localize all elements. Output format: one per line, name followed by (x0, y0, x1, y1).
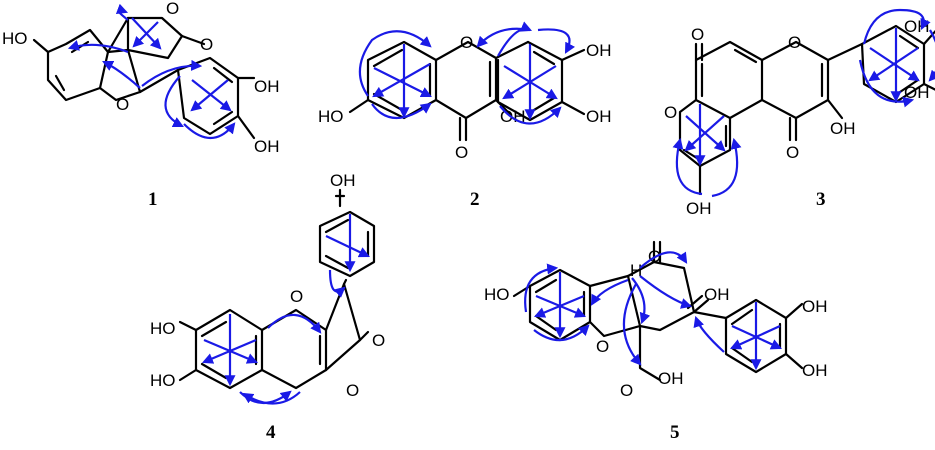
compound-3: O O O O OH OH OH OH 3 (664, 8, 935, 218)
compound-2-number: 2 (470, 189, 480, 210)
compound-1-label-5: OH (254, 77, 280, 96)
compound-5-label-5: O (596, 337, 609, 356)
compound-4-label-5: O (346, 381, 359, 400)
compound-3-hmbc-arrows (672, 8, 935, 198)
compound-3-label-3: O (664, 103, 677, 122)
compound-4-hmbc-arrows (201, 214, 370, 405)
compound-1-label-1: HO (2, 29, 28, 48)
compound-4-label-6: O (372, 331, 385, 350)
compound-5-label-2: H (630, 261, 642, 280)
compound-1-number: 1 (148, 189, 158, 210)
compound-4-skeleton (178, 188, 376, 390)
compound-3-label-4: O (786, 143, 799, 162)
compound-3-label-8: OH (686, 199, 712, 218)
compound-2-label-3: O (455, 143, 468, 162)
compound-3-label-1: O (691, 25, 704, 44)
compound-4-label-3: HO (150, 371, 176, 390)
compound-5-label-8: OH (802, 297, 828, 316)
compound-5-hmbc-arrows (524, 251, 782, 371)
compound-5-number: 5 (670, 422, 680, 443)
compound-4: OH HO HO O O O 4 (150, 171, 385, 443)
compound-5-label-9: OH (802, 361, 828, 380)
compound-1-label-2: O (166, 0, 179, 18)
compound-1-label-3: O (200, 35, 213, 54)
compound-2-label-2: HO (318, 107, 344, 126)
compound-3-label-6: OH (904, 83, 930, 102)
compound-5-label-1: HO (484, 285, 510, 304)
compound-3-number: 3 (816, 189, 826, 210)
compound-5-label-7: OH (658, 369, 684, 388)
compound-4-number: 4 (266, 422, 276, 443)
compound-1-skeleton (32, 16, 256, 140)
compound-2-hmbc-arrows (358, 21, 576, 125)
compound-1-label-6: OH (254, 137, 280, 156)
compound-5: HO H O OH O O OH OH OH 5 (484, 240, 828, 443)
compound-3-label-7: OH (830, 119, 856, 138)
compound-5-label-4: OH (704, 285, 730, 304)
compound-2-label-6: OH (586, 107, 612, 126)
compound-3-label-2: O (788, 33, 801, 52)
compound-2-label-1: O (460, 33, 473, 52)
compound-1-label-4: O (116, 95, 129, 114)
compound-4-label-1: OH (330, 171, 356, 190)
compound-4-label-4: O (290, 287, 303, 306)
compound-2-label-5: OH (586, 41, 612, 60)
compound-2-skeleton (348, 40, 586, 142)
compound-5-label-6: O (620, 381, 633, 400)
compound-3-label-5: OH (904, 17, 930, 36)
compound-3-skeleton (678, 24, 935, 196)
compound-4-label-2: HO (150, 319, 176, 338)
compound-1-hmbc-arrows (67, 3, 236, 139)
compound-1: HO O O O OH OH 1 (2, 0, 280, 210)
compound-2: O HO O OH OH OH 2 (318, 21, 612, 210)
